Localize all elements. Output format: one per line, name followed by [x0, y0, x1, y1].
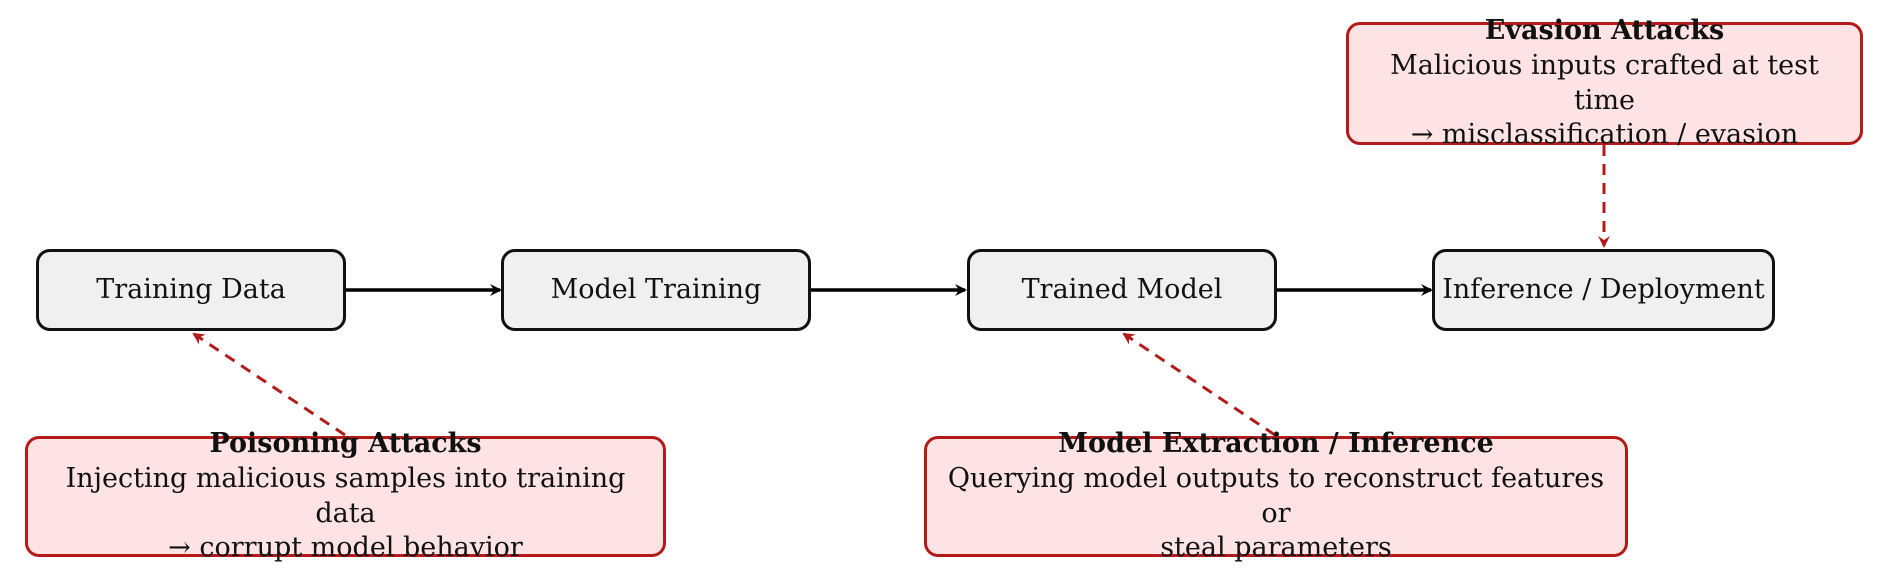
attack-box-poisoning: Poisoning Attacks Injecting malicious sa… — [25, 428, 666, 563]
attack-box-extraction: Model Extraction / Inference Querying mo… — [924, 428, 1628, 563]
stage-label: Model Training — [550, 273, 762, 305]
stage-label: Training Data — [96, 273, 286, 305]
attack-title: Evasion Attacks — [1484, 15, 1725, 47]
stage-label: Trained Model — [1021, 273, 1223, 305]
attack-arrow-extraction — [1122, 332, 1276, 437]
attack-box-evasion: Evasion Attacks Malicious inputs crafted… — [1346, 15, 1863, 150]
stage-inference-deployment: Inference / Deployment — [1432, 249, 1775, 331]
attack-description: Malicious inputs crafted at test time → … — [1390, 49, 1819, 151]
attack-description: Injecting malicious samples into trainin… — [65, 462, 626, 564]
attack-arrow-poisoning — [192, 332, 346, 437]
stage-trained-model: Trained Model — [967, 249, 1277, 331]
attack-description: Querying model outputs to reconstruct fe… — [947, 462, 1605, 564]
attack-title: Model Extraction / Inference — [1058, 428, 1494, 460]
stage-model-training: Model Training — [501, 249, 811, 331]
stage-training-data: Training Data — [36, 249, 346, 331]
stage-label: Inference / Deployment — [1442, 273, 1765, 305]
attack-title: Poisoning Attacks — [209, 428, 482, 460]
